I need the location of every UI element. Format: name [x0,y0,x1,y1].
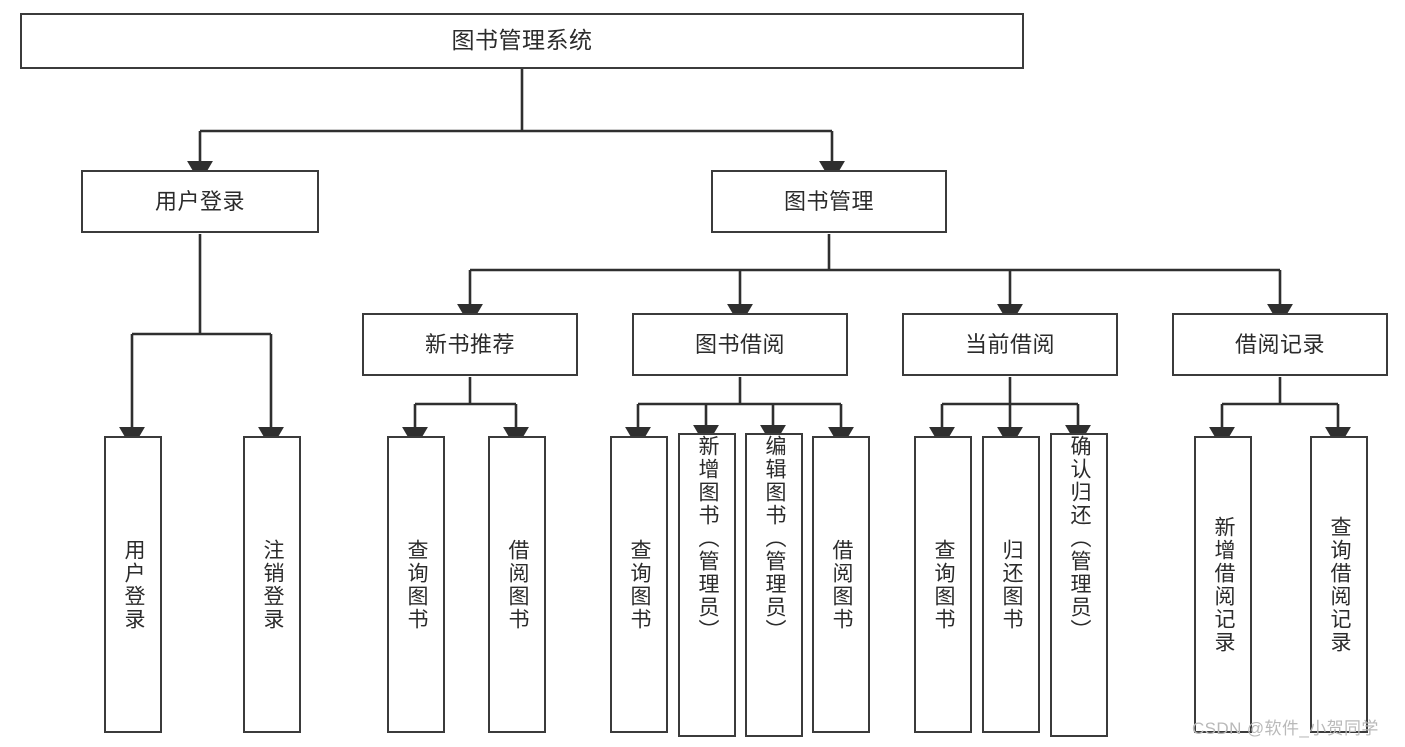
node-user-login-leaf[interactable]: 用户登录 [104,436,162,733]
node-return-book[interactable]: 归还图书 [982,436,1040,733]
node-book-borrow-label: 图书借阅 [694,331,785,357]
node-add-borrow-record-label: 新增借阅记录 [1212,515,1236,654]
node-user-login-label: 用户登录 [154,188,245,214]
node-borrow-record[interactable]: 借阅记录 [1172,313,1388,376]
node-edit-book-admin-label: 编辑图书（管理员） [763,435,787,642]
node-book-borrow[interactable]: 图书借阅 [632,313,848,376]
node-borrow-book-1-label: 借阅图书 [506,538,530,631]
node-add-book-admin-label: 新增图书（管理员） [696,435,720,642]
node-borrow-book-2-label: 借阅图书 [830,538,854,631]
node-query-borrow-record-label: 查询借阅记录 [1328,515,1352,654]
node-user-login[interactable]: 用户登录 [81,170,319,233]
node-root-label: 图书管理系统 [451,27,593,54]
node-logout-leaf-label: 注销登录 [261,538,285,631]
csdn-watermark: CSDN @软件_小贺同学 [1192,719,1379,738]
node-query-book-2[interactable]: 查询图书 [610,436,668,733]
node-edit-book-admin[interactable]: 编辑图书（管理员） [745,433,803,737]
node-query-book-3[interactable]: 查询图书 [914,436,972,733]
node-root[interactable]: 图书管理系统 [20,13,1024,69]
node-confirm-return-admin[interactable]: 确认归还（管理员） [1050,433,1108,737]
node-add-book-admin[interactable]: 新增图书（管理员） [678,433,736,737]
node-book-management[interactable]: 图书管理 [711,170,947,233]
node-confirm-return-admin-label: 确认归还（管理员） [1068,435,1092,642]
node-new-book-recommend[interactable]: 新书推荐 [362,313,578,376]
node-current-borrow-label: 当前借阅 [964,331,1055,357]
node-logout-leaf[interactable]: 注销登录 [243,436,301,733]
node-query-book-2-label: 查询图书 [628,538,652,631]
node-query-book-1-label: 查询图书 [405,538,429,631]
node-query-book-3-label: 查询图书 [932,538,956,631]
node-query-book-1[interactable]: 查询图书 [387,436,445,733]
node-borrow-book-1[interactable]: 借阅图书 [488,436,546,733]
node-borrow-record-label: 借阅记录 [1234,331,1325,357]
node-borrow-book-2[interactable]: 借阅图书 [812,436,870,733]
node-new-book-recommend-label: 新书推荐 [424,331,515,357]
node-user-login-leaf-label: 用户登录 [122,538,146,631]
node-return-book-label: 归还图书 [1000,538,1024,631]
node-query-borrow-record[interactable]: 查询借阅记录 [1310,436,1368,733]
node-add-borrow-record[interactable]: 新增借阅记录 [1194,436,1252,733]
node-book-management-label: 图书管理 [783,188,874,214]
node-current-borrow[interactable]: 当前借阅 [902,313,1118,376]
